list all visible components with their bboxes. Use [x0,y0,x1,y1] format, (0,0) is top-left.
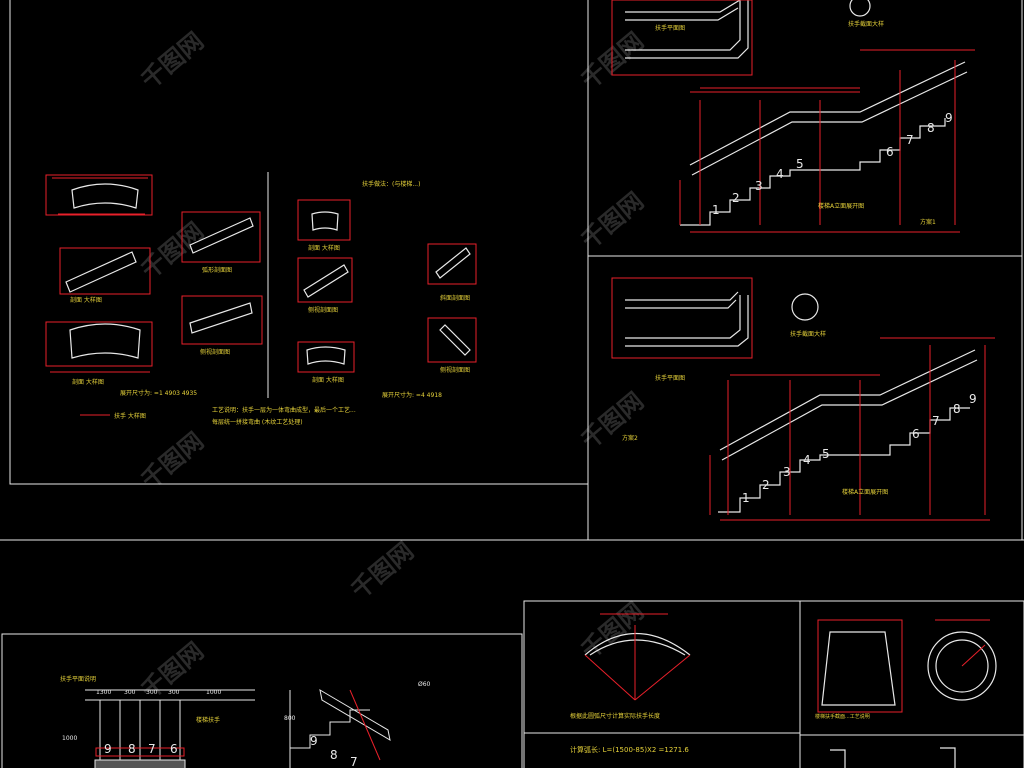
note-label-5: 剖面 大样图 [308,244,340,252]
stair-elevation-b: 1 2 3 4 5 6 7 8 9 扶手平面图 扶手截面大样 楼梯A立面展开图 … [611,277,995,521]
stair-elevation-a: 1 2 3 4 5 6 7 8 9 扶手平面图 扶手截面大样 楼梯A立面展开图 … [611,0,975,233]
step-left-9: 9 [104,742,112,756]
svg-text:3: 3 [783,465,791,479]
svg-text:8: 8 [927,121,935,135]
box-caption: 楼梯扶手截面...工艺说明 [815,713,870,720]
watermark-layer: 千图网 千图网 千图网 千图网 千图网 千图网 千图网 千图网 千图网 [136,27,649,705]
circle-label: Ø60 [418,681,431,688]
label-handrail: 楼梯扶手 [196,716,220,724]
section-detail: 楼梯扶手截面...工艺说明 [815,619,997,768]
legend-label: 扶手 大样图 [114,412,146,420]
step-numbers-a: 1 2 3 4 5 6 7 8 9 [712,111,953,217]
scheme-label-a: 方案1 [920,218,936,226]
svg-text:5: 5 [796,157,804,171]
frame-top-right-b [587,255,1023,541]
svg-text:3: 3 [755,179,763,193]
elevation-label-a: 楼梯A立面展开图 [818,202,864,210]
note-label-3: 弧形剖面图 [202,266,232,274]
svg-text:4: 4 [776,167,784,181]
svg-text:6: 6 [886,145,894,159]
watermark-text: 千图网 [346,537,419,605]
dim-top-3: 300 [146,689,158,696]
dim-top-4: 300 [168,689,180,696]
note-label-6: 侧视剖面图 [308,306,338,314]
svg-text:2: 2 [732,191,740,205]
svg-text:7: 7 [906,133,914,147]
step-right-9: 9 [310,734,318,748]
note-yellow-1: 扶手做法：(与楼梯...) [362,180,420,188]
vertical-dim: 800 [284,715,296,722]
watermark-text: 千图网 [576,597,649,665]
bottom-title-label: 扶手平面说明 [60,675,96,683]
section-label-a: 扶手截面大样 [848,20,884,28]
step-right-7: 7 [350,755,358,768]
process-note-1: 工艺说明：扶手一层为一体弯曲成型，最后一个工艺... [212,406,356,414]
step-numbers-b: 1 2 3 4 5 6 7 8 9 [742,392,977,505]
watermark-text: 千图网 [136,27,209,95]
plan-label-a: 扶手平面图 [655,24,685,32]
svg-text:2: 2 [762,478,770,492]
note-label-7: 剖面 大样图 [312,376,344,384]
dim-top-2: 300 [124,689,136,696]
note-label-10: 侧视剖面图 [440,366,470,374]
svg-text:8: 8 [953,402,961,416]
svg-text:7: 7 [932,414,940,428]
watermark-text: 千图网 [576,187,649,255]
note-label-4: 侧视剖面图 [200,348,230,356]
dim-note-2: 展开尺寸为: =4 4918 [382,391,442,399]
step-left-6: 6 [170,742,178,756]
section-label-b: 扶手截面大样 [790,330,826,338]
note-label-9: 斜面剖面图 [440,294,470,302]
process-note-2: 每层统一拼接弯曲 (木纹工艺处理) [212,418,303,426]
svg-text:4: 4 [803,453,811,467]
svg-text:1: 1 [742,491,750,505]
arc-detail: 根据此圆弧尺寸计算实际扶手长度 计算弧长: L=(1500-85)X2 =127… [570,613,691,754]
step-right-8: 8 [330,748,338,762]
top-left-details: 扶手做法：(与楼梯...) 剖面 大样图 剖面 大样图 弧形剖面图 侧视剖面图 … [45,174,477,426]
dim-top-1: 1300 [96,689,111,696]
formula-text: 计算弧长: L=(1500-85)X2 =1271.6 [570,745,689,754]
scheme-label-b: 方案2 [622,434,638,442]
note-label-1: 剖面 大样图 [70,296,102,304]
frame-bottom-mid [523,600,801,768]
dim-top-5: 1000 [206,689,221,696]
frame-bottom-right [799,600,1024,768]
dim-note-1: 展开尺寸为: =1 4903 4935 [120,389,197,397]
side-dim: 1000 [62,735,77,742]
svg-text:6: 6 [912,427,920,441]
watermark-text: 千图网 [576,387,649,455]
bottom-left-plan: 扶手平面说明 9 8 7 6 9 8 7 1300 [60,675,431,768]
svg-text:5: 5 [822,447,830,461]
elevation-label-b: 楼梯A立面展开图 [842,488,888,496]
step-left-7: 7 [148,742,156,756]
plan-label-b: 扶手平面图 [655,374,685,382]
svg-text:1: 1 [712,203,720,217]
svg-text:9: 9 [945,111,953,125]
note-label-2: 剖面 大样图 [72,378,104,386]
frame-bottom-left [1,633,523,768]
arc-caption: 根据此圆弧尺寸计算实际扶手长度 [570,712,660,720]
svg-text:9: 9 [969,392,977,406]
step-left-8: 8 [128,742,136,756]
frame-top-right-a [587,0,1023,257]
